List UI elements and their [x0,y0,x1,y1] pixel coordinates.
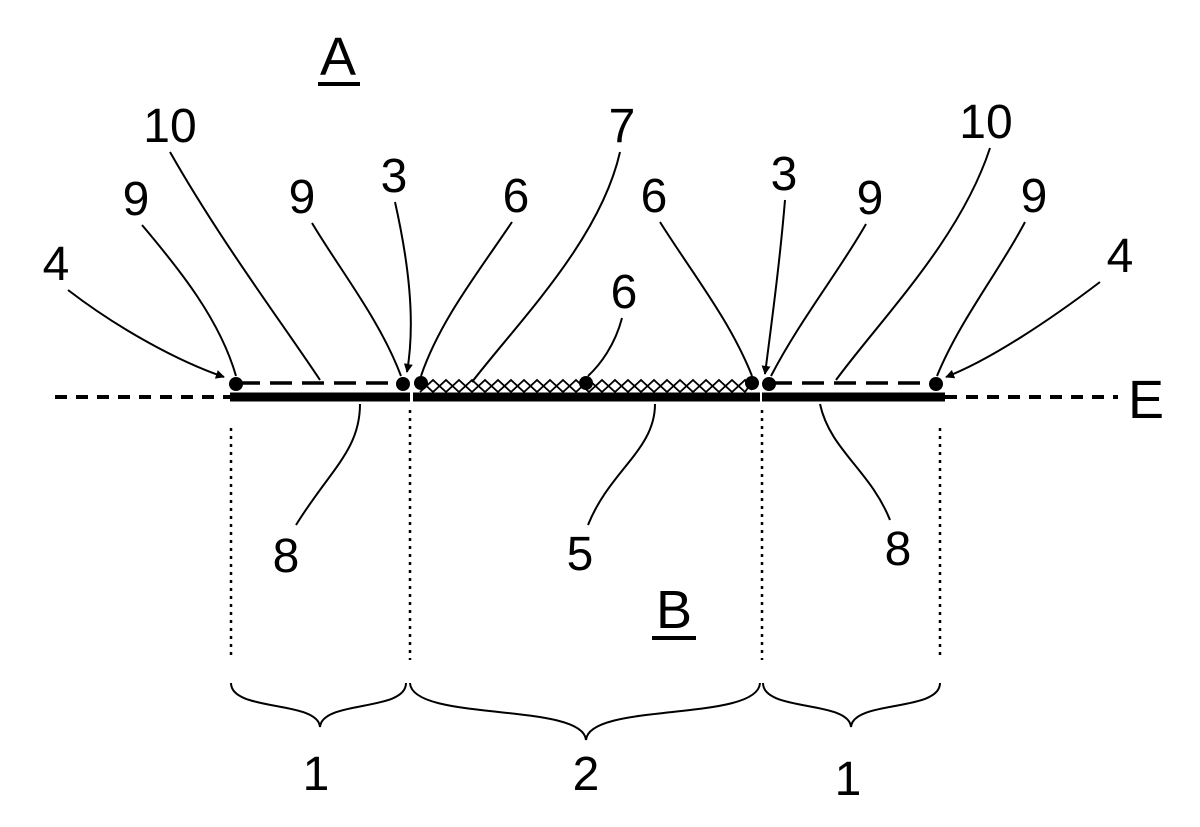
leader-3-right [761,199,786,375]
leader-3-left [394,201,413,373]
ref-7: 7 [609,100,636,153]
leader-8-right [819,403,891,521]
leader-6-mid [587,317,623,377]
layer-7-zigzag [419,378,753,394]
ref-6-mid: 6 [611,266,638,319]
dot-center-right [745,376,759,390]
leader-4-right [945,281,1101,379]
brace-center [409,682,761,741]
ref-9-outer-left: 9 [123,173,150,226]
brace-left [230,682,407,728]
leader-8-left [295,403,361,526]
leader-7 [471,151,621,383]
leader-9-outer-right [936,221,1026,377]
leader-9-inner-left [311,222,402,377]
dot-center-mid [579,376,593,390]
ref-10-left: 10 [143,100,196,153]
leader-10-left [169,151,321,381]
dot-left-inner [396,377,410,391]
leader-9-inner-right [770,223,867,377]
ref-5: 5 [567,528,594,581]
dot-right-inner [762,377,776,391]
leader-6-right [659,221,753,377]
ref-4-left: 4 [43,238,70,291]
leader-9-outer-left [141,224,237,377]
section-label-center: 2 [573,748,600,801]
ref-9-inner-right: 9 [857,172,884,225]
leader-5 [587,403,656,526]
ref-6-right: 6 [641,170,668,223]
section-label-left: 1 [303,748,330,801]
ref-9-outer-right: 9 [1021,170,1048,223]
ref-3-left: 3 [381,150,408,203]
leader-4-left [67,289,225,379]
brace-right [762,682,941,728]
ref-8-right: 8 [885,523,912,576]
ref-3-right: 3 [771,148,798,201]
ref-10-right: 10 [959,96,1012,149]
ref-9-inner-left: 9 [289,171,316,224]
dot-left-outer [229,377,243,391]
ref-4-right: 4 [1107,230,1134,283]
ref-8-left: 8 [273,530,300,583]
section-label-right: 1 [835,753,862,806]
ref-6-left: 6 [503,170,530,223]
dot-center-left [414,376,428,390]
side-label-bottom: B [656,580,692,640]
plane-label: E [1128,370,1164,430]
side-label-top: A [320,27,356,87]
leader-10-right [835,147,991,381]
dot-right-outer [929,377,943,391]
leader-6-left [420,221,513,377]
